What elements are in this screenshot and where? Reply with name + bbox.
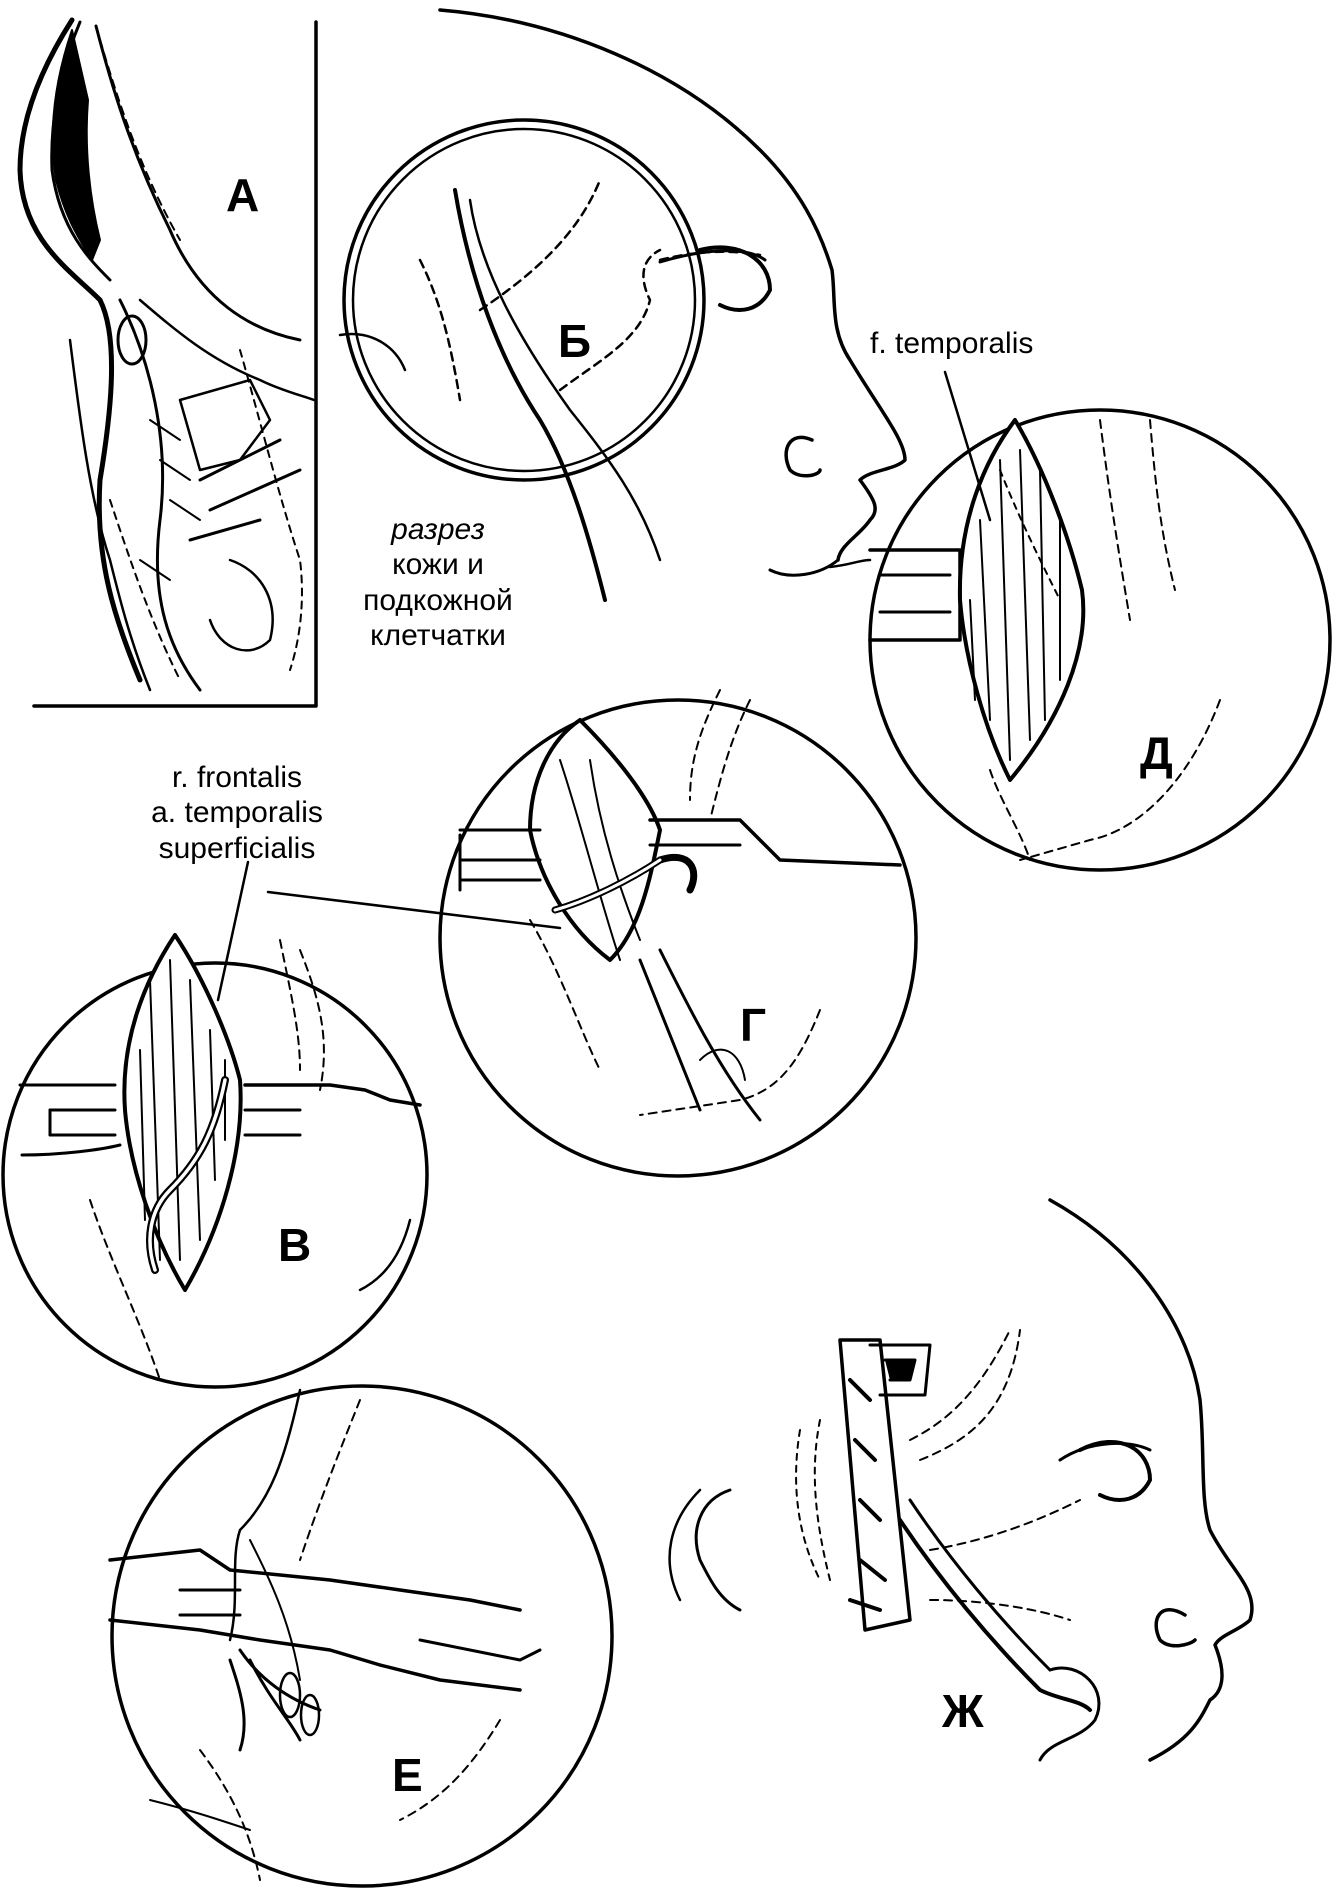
annotation-fascia: f. temporalis: [870, 327, 1034, 360]
panel-label-e: Е: [392, 1749, 423, 1801]
panel-zh-profile: [668, 1198, 1254, 1762]
annotation-branch-line: a. temporalis: [151, 796, 323, 830]
panel-label-a: А: [226, 169, 260, 221]
annotation-branch-line: superficialis: [158, 831, 316, 865]
leader-lines: [216, 370, 992, 1002]
panel-label-g: Г: [740, 999, 767, 1051]
annotation-incision-line: подкожной: [363, 583, 513, 617]
panel-label-zh: Ж: [942, 1685, 984, 1737]
annotation-incision-line: кожи и: [392, 548, 484, 582]
panel-v-circle: [1, 933, 429, 1389]
annotation-incision-line: клетчатки: [370, 619, 506, 653]
annotation-incision-line: разрез: [391, 513, 485, 546]
panel-a-section: [17, 17, 318, 708]
panel-e-circle: [108, 1384, 614, 1888]
panel-g-circle: [438, 689, 918, 1178]
annotation-incision: разрез кожи и подкожной клетчатки: [348, 512, 528, 654]
annotation-branch: r. frontalis a. temporalis superficialis: [132, 760, 342, 866]
panel-label-d: Д: [1140, 727, 1173, 779]
annotation-branch-line: r. frontalis: [171, 761, 303, 794]
upper-head-profile: [438, 8, 907, 577]
panel-label-v: В: [278, 1219, 312, 1271]
panel-label-b: Б: [558, 315, 592, 367]
panel-d-circle: [828, 408, 1332, 872]
panel-b-circle: [338, 118, 762, 602]
